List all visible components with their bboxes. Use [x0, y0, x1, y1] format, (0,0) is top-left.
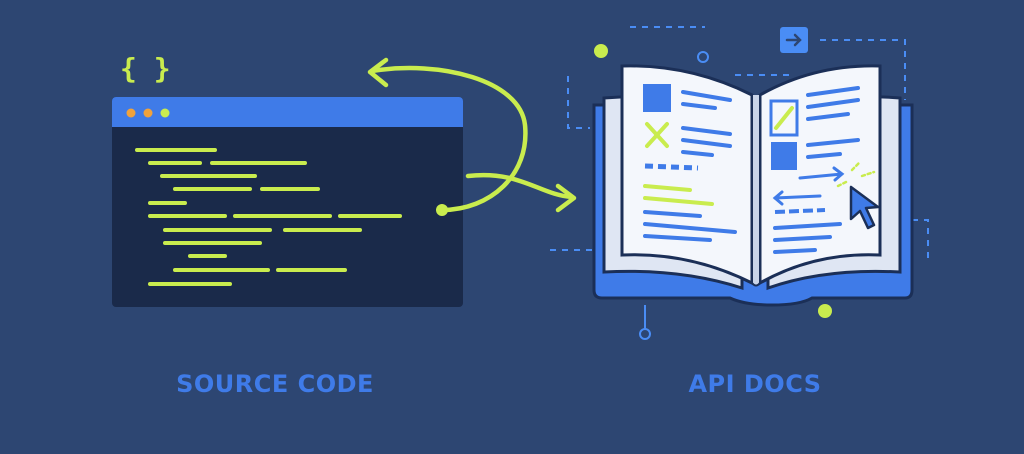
- decor-dot-lime: [818, 304, 832, 318]
- window-dot-yellow: [143, 108, 153, 118]
- code-lines: [135, 148, 402, 286]
- decor: [550, 26, 929, 262]
- cursor-pointer-icon: [849, 185, 880, 230]
- code-braces-icon: { }: [120, 52, 171, 85]
- api-docs-label: API DOCS: [688, 370, 822, 398]
- bidirectional-arrow-icon: [367, 57, 577, 216]
- arrow-right-badge-icon: [780, 27, 808, 53]
- decor-dot-lime: [594, 44, 608, 58]
- code-window: [112, 97, 463, 307]
- source-code-label: SOURCE CODE: [176, 370, 374, 398]
- decor-ring: [639, 328, 651, 340]
- decor-ring: [697, 51, 709, 63]
- window-dot-green: [160, 108, 170, 118]
- window-dot-red: [126, 108, 136, 118]
- open-book-icon: [592, 64, 914, 307]
